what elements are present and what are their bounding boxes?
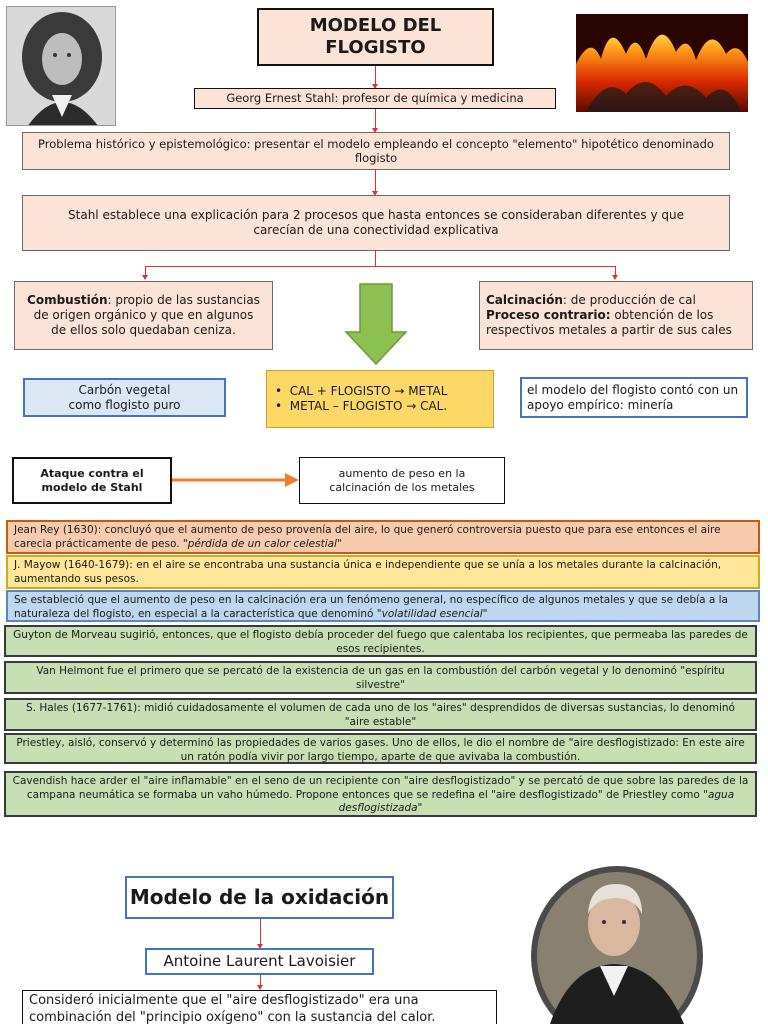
- combustion-text: Combustión: propio de las sustancias de …: [25, 293, 262, 338]
- oxidation-text: Consideró inicialmente que el "aire desf…: [29, 993, 436, 1024]
- connector: [260, 919, 261, 946]
- attack-box: Ataque contra el modelo de Stahl: [12, 457, 172, 504]
- arrowhead: [257, 944, 263, 949]
- connector: [145, 266, 616, 267]
- weight-gain-text: aumento de peso en la calcinación de los…: [329, 466, 475, 494]
- lavoisier-text: Antoine Laurent Lavoisier: [163, 952, 356, 971]
- arrowhead: [142, 275, 148, 280]
- note-hales-text: S. Hales (1677-1761): midió cuidadosamen…: [26, 702, 735, 728]
- equation-item: • CAL + FLOGISTO → METAL: [275, 384, 448, 398]
- oxidation-text-box: Consideró inicialmente que el "aire desf…: [22, 990, 497, 1024]
- problem-box: Problema histórico y epistemológico: pre…: [22, 132, 730, 170]
- equations-box: • CAL + FLOGISTO → METAL • METAL – FLOGI…: [266, 370, 494, 428]
- note-rey-italic: "pérdida de un calor celestial": [182, 537, 342, 550]
- note-mayow: J. Mayow (1640-1679): en el aire se enco…: [6, 555, 760, 589]
- note-hales: S. Hales (1677-1761): midió cuidadosamen…: [4, 698, 757, 731]
- page-title-text: MODELO DEL FLOGISTO: [309, 14, 442, 59]
- note-guyton: Guyton de Morveau sugirió, entonces, que…: [4, 625, 757, 657]
- calcination-line: Calcinación: de producción de cal: [486, 293, 746, 308]
- note-volatility: Se estableció que el aumento de peso en …: [6, 590, 760, 622]
- note-priestley-text: Priestley, aisló, conservó y determinó l…: [16, 737, 745, 763]
- arrowhead: [612, 275, 618, 280]
- charcoal-box: Carbón vegetal como flogisto puro: [23, 378, 226, 417]
- problem-text: Problema histórico y epistemológico: pre…: [38, 136, 714, 165]
- note-jean-rey: Jean Rey (1630): concluyó que el aumento…: [6, 520, 760, 554]
- stahl-portrait: [6, 6, 116, 126]
- combustion-box: Combustión: propio de las sustancias de …: [14, 281, 273, 350]
- fire-image: [576, 14, 748, 112]
- note-cavendish-text: Cavendish hace arder el "aire inflamable…: [12, 775, 749, 801]
- arrowhead: [372, 191, 378, 196]
- arrowhead: [257, 985, 263, 990]
- note-helmont: Van Helmont fue el primero que se percat…: [4, 661, 757, 694]
- note-volatility-italic: "volatilidad esencial": [376, 607, 488, 620]
- reverse-process-desc: obtención de los respectivos metales a p…: [486, 308, 732, 337]
- down-arrow: [344, 282, 408, 366]
- lavoisier-box: Antoine Laurent Lavoisier: [145, 948, 374, 975]
- calcination-box: Calcinación: de producción de cal Proces…: [479, 281, 753, 350]
- reverse-process-line: Proceso contrario: obtención de los resp…: [486, 308, 746, 338]
- connector: [375, 109, 376, 130]
- note-rey-text: Jean Rey (1630): concluyó que el aumento…: [14, 524, 721, 550]
- weight-gain-box: aumento de peso en la calcinación de los…: [299, 457, 505, 504]
- calcination-term: Calcinación: [486, 293, 563, 307]
- note-priestley: Priestley, aisló, conservó y determinó l…: [4, 733, 757, 764]
- connector: [375, 170, 376, 193]
- combustion-desc: : propio de las sustancias de origen org…: [33, 293, 260, 337]
- equations-list: • CAL + FLOGISTO → METAL • METAL – FLOGI…: [275, 384, 447, 414]
- equation-text: CAL + FLOGISTO → METAL: [289, 384, 448, 398]
- empirical-text: el modelo del flogisto contó con un apoy…: [527, 382, 739, 412]
- connector: [615, 266, 616, 277]
- oxidation-title: Modelo de la oxidación: [125, 876, 394, 919]
- note-mayow-text: J. Mayow (1640-1679): en el aire se enco…: [14, 559, 722, 585]
- connector: [145, 266, 146, 277]
- calcination-desc: : de producción de cal: [562, 293, 696, 307]
- note-helmont-text: Van Helmont fue el primero que se percat…: [36, 665, 725, 691]
- explanation-box: Stahl establece una explicación para 2 p…: [22, 195, 730, 251]
- note-cavendish-italic: "agua desflogistizada": [338, 788, 735, 815]
- empirical-box: el modelo del flogisto contó con un apoy…: [520, 377, 748, 418]
- oxidation-title-text: Modelo de la oxidación: [129, 885, 390, 909]
- author-text: Georg Ernest Stahl: profesor de química …: [226, 91, 524, 106]
- connector: [260, 975, 261, 987]
- attack-label: Ataque contra el modelo de Stahl: [40, 466, 144, 494]
- connector: [375, 66, 376, 86]
- connector: [375, 251, 376, 267]
- calcination-content: Calcinación: de producción de cal Proces…: [486, 293, 746, 338]
- equation-text: METAL – FLOGISTO → CAL.: [289, 399, 448, 413]
- right-arrow: [172, 472, 300, 488]
- page-title: MODELO DEL FLOGISTO: [257, 8, 494, 66]
- arrowhead: [372, 128, 378, 133]
- equation-item: • METAL – FLOGISTO → CAL.: [275, 399, 448, 413]
- charcoal-line2: como flogisto puro: [68, 397, 181, 412]
- combustion-term: Combustión: [27, 293, 108, 307]
- note-volatility-text: Se estableció que el aumento de peso en …: [14, 594, 728, 620]
- author-box: Georg Ernest Stahl: profesor de química …: [194, 88, 556, 109]
- explanation-text: Stahl establece una explicación para 2 p…: [68, 208, 684, 237]
- reverse-process-term: Proceso contrario:: [486, 308, 611, 322]
- note-guyton-text: Guyton de Morveau sugirió, entonces, que…: [13, 629, 748, 655]
- lavoisier-portrait: [530, 866, 704, 1024]
- arrowhead: [372, 84, 378, 89]
- charcoal-line1: Carbón vegetal: [78, 382, 171, 397]
- note-cavendish: Cavendish hace arder el "aire inflamable…: [4, 771, 757, 817]
